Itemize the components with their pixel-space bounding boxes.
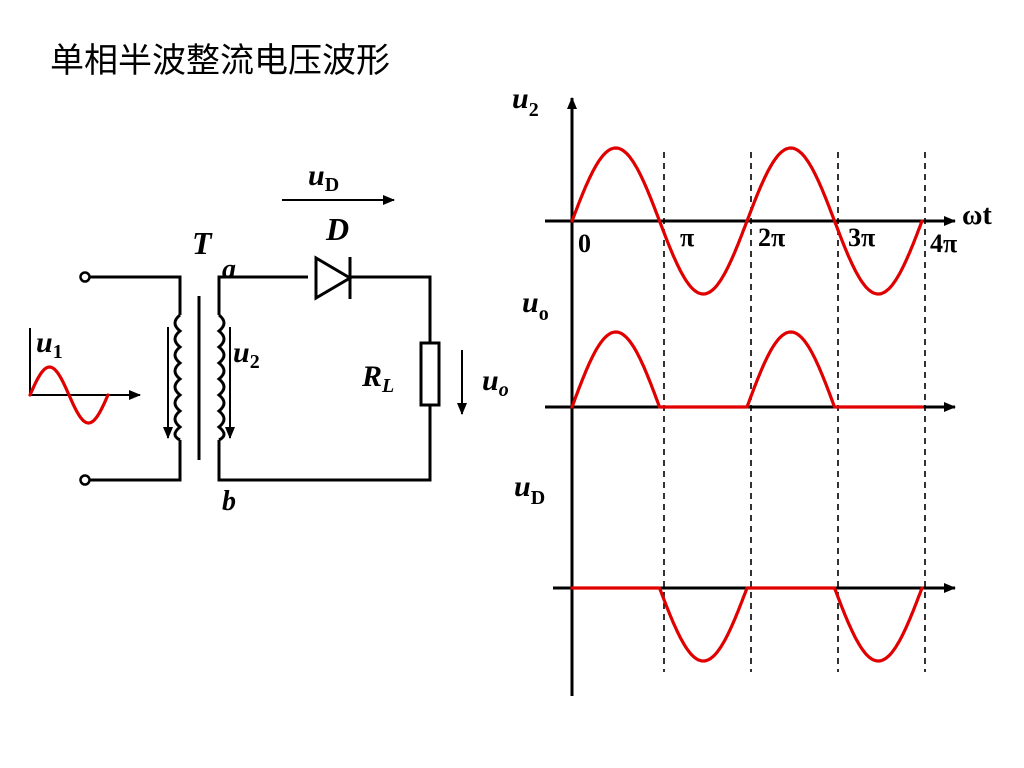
ud-plot-label: uD: [514, 470, 545, 509]
bottom-return-wire: [217, 405, 432, 482]
input-sine-wave: [28, 365, 110, 425]
output-voltage-label: uo: [482, 364, 509, 401]
load-resistor-label: RL: [361, 360, 394, 397]
primary-bottom-wire: [90, 440, 182, 482]
diode-label: D: [325, 211, 349, 247]
primary-coil: [173, 313, 183, 442]
ud-waveform: [570, 586, 924, 663]
node-a-label: a: [222, 254, 236, 285]
tick-0: 0: [578, 229, 591, 258]
node-b-label: b: [222, 486, 236, 517]
diode-to-load-wire: [350, 275, 432, 343]
diode-symbol: [314, 255, 353, 301]
waveform-plots: 0 π 2π 3π 4π ωt u2 uo uD: [512, 82, 992, 696]
secondary-voltage-label: u2: [233, 336, 260, 373]
input-terminal-bottom: [79, 474, 91, 486]
u2-plot-label: u2: [512, 82, 539, 121]
tick-pi: π: [680, 223, 694, 252]
input-terminal-top: [79, 271, 91, 283]
secondary-top-wire: [217, 275, 308, 315]
load-resistor: [419, 341, 441, 407]
uo-plot-label: uo: [522, 286, 549, 325]
u2-waveform: [570, 146, 924, 296]
uo-waveform: [570, 330, 924, 409]
circuit-diagram: T D a b u1 u2 uD RL uo: [28, 159, 509, 517]
transformer-label: T: [192, 225, 213, 261]
tick-4pi: 4π: [930, 229, 957, 258]
input-voltage-label: u1: [36, 326, 63, 363]
tick-2pi: 2π: [758, 223, 785, 252]
primary-top-wire: [90, 275, 182, 315]
tick-3pi: 3π: [848, 223, 875, 252]
diode-voltage-label: uD: [308, 159, 339, 196]
secondary-coil: [216, 313, 226, 442]
x-axis-label: ωt: [962, 200, 992, 231]
page-title: 单相半波整流电压波形: [50, 41, 390, 81]
